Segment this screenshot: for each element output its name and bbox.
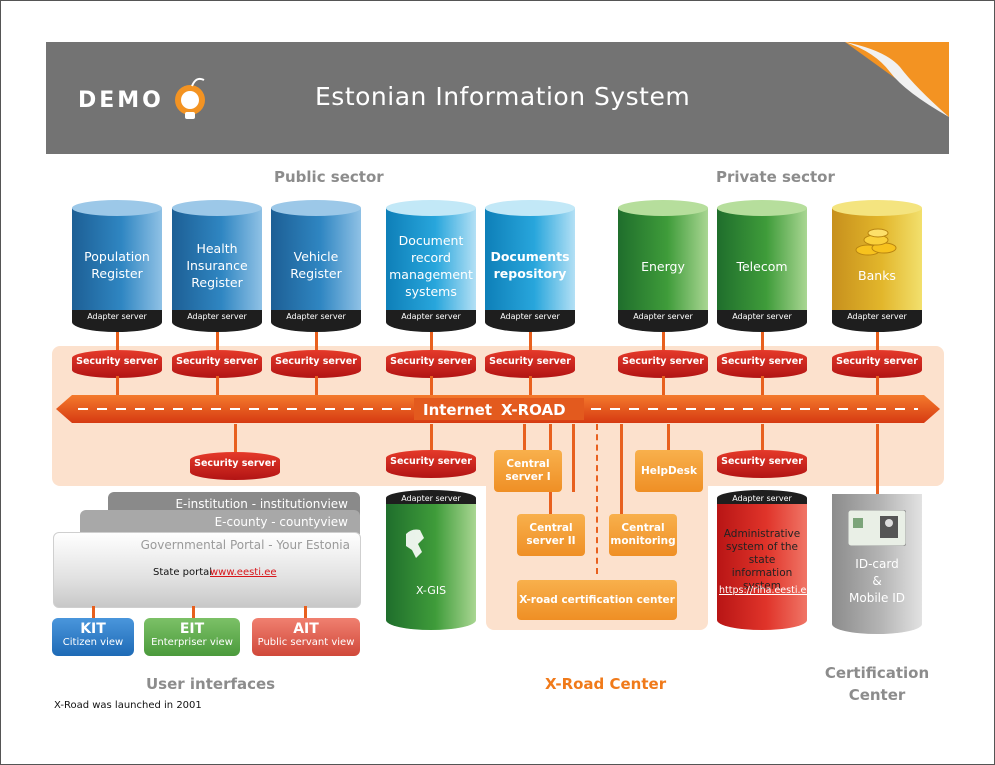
id-card-database: ID-card & Mobile ID [832,490,922,638]
register-banks: Banks Adapter server [832,200,922,340]
security-server: Security server [271,350,361,378]
user-interfaces-caption: User interfaces [146,675,276,693]
globe-icon [406,529,424,558]
launch-note: X-Road was launched in 2001 [54,700,202,711]
central-monitoring: Central monitoring [609,514,677,556]
governmental-portal-title: Governmental Portal - Your Estonia [140,538,350,552]
security-server: Security server [190,452,280,480]
register-telecom: Telecom Adapter server [717,200,807,340]
id-card-icon [848,510,906,546]
page-title: Estonian Information System [315,82,691,111]
register-energy: Energy Adapter server [618,200,708,340]
register-document-management: Document record management systems Adapt… [386,200,476,340]
central-server-1: Central server I [494,450,562,492]
e-county-bar: E-county - countyview [80,510,360,534]
security-server: Security server [832,350,922,378]
xroad-center-caption: X-Road Center [545,675,667,693]
public-sector-title: Public sector [274,168,384,186]
page-curl-corner [845,42,949,117]
register-vehicle: Vehicle Register Adapter server [271,200,361,340]
riha-link[interactable]: https://riha.eesti.ee [719,585,813,596]
helpdesk: HelpDesk [635,450,703,492]
xroad-certification-center: X-road certification center [517,580,677,620]
security-server: Security server [386,350,476,378]
xroad-label: X-ROAD [501,401,566,419]
xroad-arrow [56,395,940,423]
governmental-portal [53,532,361,608]
security-server: Security server [172,350,262,378]
x-gis-database: Adapter server X-GIS [386,490,476,630]
security-server: Security server [717,350,807,378]
register-documents-repository: Documents repository Adapter server [485,200,575,340]
internet-label: Internet [423,401,493,419]
security-server: Security server [386,450,476,478]
gold-coins-icon [855,228,897,256]
security-server: Security server [72,350,162,378]
private-sector-title: Private sector [716,168,835,186]
lightbulb-icon [175,77,205,119]
demo-logo: DEMO [78,88,164,113]
register-population: Population Register Adapter server [72,200,162,340]
register-health-insurance: Health Insurance Register Adapter server [172,200,262,340]
security-server: Security server [485,350,575,378]
state-portal-label: State portal [153,567,213,578]
security-server: Security server [618,350,708,378]
central-server-2: Central server II [517,514,585,556]
state-portal-link[interactable]: www.eesti.ee [210,567,277,578]
security-server: Security server [717,450,807,478]
administrative-system-database: Adapter server Administrative system of … [717,490,813,630]
